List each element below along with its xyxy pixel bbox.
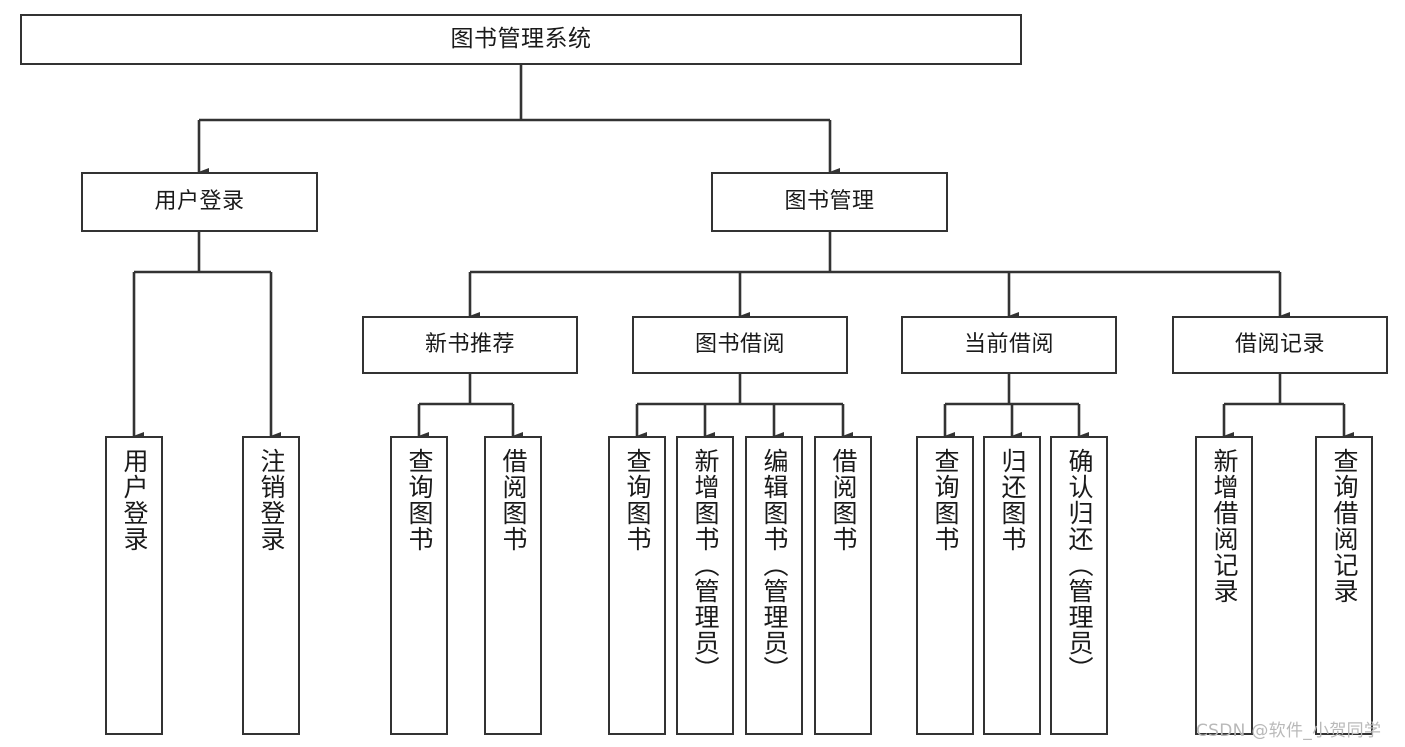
node-label: 新书推荐 [424, 332, 515, 358]
leaf-book-borrow-lend[interactable]: 借阅图书 [814, 436, 872, 735]
node-label: 新增借阅记录 [1210, 448, 1239, 604]
leaf-user-login-signout[interactable]: 注销登录 [242, 436, 300, 735]
leaf-new-book-query[interactable]: 查询图书 [390, 436, 448, 735]
node-label: 编辑图书（管理员） [760, 448, 789, 682]
node-label: 注销登录 [257, 448, 286, 552]
node-label: 查询借阅记录 [1330, 448, 1359, 604]
node-label: 用户登录 [154, 189, 245, 215]
leaf-book-borrow-edit[interactable]: 编辑图书（管理员） [745, 436, 803, 735]
node-label: 当前借阅 [963, 332, 1054, 358]
node-label: 图书管理系统 [450, 26, 592, 53]
leaf-borrow-record-add[interactable]: 新增借阅记录 [1195, 436, 1253, 735]
node-label: 确认归还（管理员） [1065, 448, 1094, 682]
node-label: 查询图书 [405, 448, 434, 552]
node-borrow-record[interactable]: 借阅记录 [1172, 316, 1388, 374]
node-root-system[interactable]: 图书管理系统 [20, 14, 1022, 65]
leaf-new-book-borrow[interactable]: 借阅图书 [484, 436, 542, 735]
node-label: 新增图书（管理员） [691, 448, 720, 682]
node-label: 借阅图书 [829, 448, 858, 552]
node-book-management[interactable]: 图书管理 [711, 172, 948, 232]
node-label: 用户登录 [120, 448, 149, 552]
node-label: 图书借阅 [694, 332, 785, 358]
node-label: 查询图书 [623, 448, 652, 552]
node-label: 借阅记录 [1234, 332, 1325, 358]
leaf-book-borrow-add[interactable]: 新增图书（管理员） [676, 436, 734, 735]
leaf-book-borrow-query[interactable]: 查询图书 [608, 436, 666, 735]
node-current-borrow[interactable]: 当前借阅 [901, 316, 1117, 374]
node-new-book-recommend[interactable]: 新书推荐 [362, 316, 578, 374]
leaf-user-login-signin[interactable]: 用户登录 [105, 436, 163, 735]
node-label: 借阅图书 [499, 448, 528, 552]
node-book-borrow[interactable]: 图书借阅 [632, 316, 848, 374]
leaf-current-borrow-confirm-return[interactable]: 确认归还（管理员） [1050, 436, 1108, 735]
csdn-watermark: CSDN @软件_小贺同学 [1196, 721, 1382, 741]
leaf-current-borrow-query[interactable]: 查询图书 [916, 436, 974, 735]
node-label: 查询图书 [931, 448, 960, 552]
leaf-current-borrow-return[interactable]: 归还图书 [983, 436, 1041, 735]
node-label: 归还图书 [998, 448, 1027, 552]
node-user-login[interactable]: 用户登录 [81, 172, 318, 232]
node-label: 图书管理 [784, 189, 875, 215]
leaf-borrow-record-query[interactable]: 查询借阅记录 [1315, 436, 1373, 735]
